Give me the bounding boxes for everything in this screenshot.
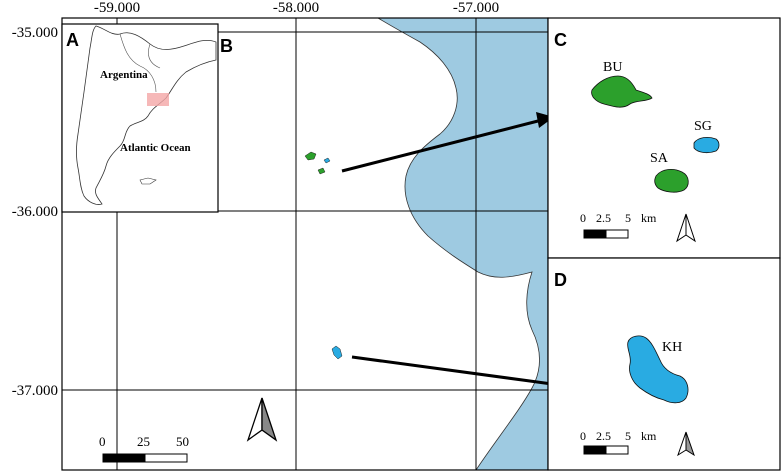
- label-sa: SA: [650, 151, 669, 166]
- lake-kh-small: [331, 345, 343, 360]
- top-tick-2: -57.000: [453, 0, 499, 16]
- internal-border: [119, 33, 161, 93]
- lake-sg-small: [323, 157, 331, 164]
- label-atlantic-ocean: Atlantic Ocean: [120, 142, 191, 154]
- lake-sa: [654, 168, 689, 193]
- scalebar-b-tick-2: 50: [176, 434, 189, 449]
- panel-a-letter: A: [66, 30, 79, 50]
- label-sg: SG: [694, 119, 712, 134]
- scalebar-d-tick-1: 2.5: [596, 429, 611, 443]
- top-tick-0: -59.000: [94, 0, 140, 16]
- scalebar-c-unit: km: [641, 211, 657, 225]
- panel-b-letter: B: [220, 36, 233, 56]
- lake-kh: [627, 335, 689, 404]
- north-arrow-icon: [246, 397, 278, 442]
- label-kh: KH: [662, 340, 682, 355]
- scalebar-d-unit: km: [641, 429, 657, 443]
- scalebar-d-tick-2: 5: [625, 429, 631, 443]
- scalebar-b: 0 25 50: [99, 434, 189, 463]
- north-arrow-icon: [676, 213, 696, 243]
- lake-sa-small: [317, 167, 326, 175]
- left-tick-labels: -35.000 -36.000 -37.000: [12, 25, 58, 399]
- falkland-islands: [139, 177, 157, 185]
- arrow-to-d: [351, 355, 553, 386]
- scalebar-d-tick-0: 0: [580, 429, 586, 443]
- left-tick-2: -37.000: [12, 383, 58, 399]
- top-tick-1: -58.000: [273, 0, 319, 16]
- scalebar-c-tick-1: 2.5: [596, 211, 611, 225]
- scalebar-b-tick-1: 25: [137, 434, 150, 449]
- scalebar-c-tick-0: 0: [580, 211, 586, 225]
- left-tick-0: -35.000: [12, 25, 58, 41]
- scalebar-d: 0 2.5 5 km: [580, 429, 657, 455]
- label-argentina: Argentina: [100, 69, 148, 81]
- panel-d-letter: D: [554, 270, 567, 290]
- study-area-highlight: [147, 93, 169, 106]
- north-arrow-icon: [677, 431, 695, 457]
- inset-a: A Argentina Atlantic Ocean: [61, 23, 219, 213]
- scalebar-b-tick-0: 0: [99, 434, 106, 449]
- lake-sg: [693, 136, 720, 154]
- panel-d: D KH 0 2.5 5 km: [547, 257, 781, 471]
- south-america-outline: [76, 25, 217, 205]
- arrow-to-c: [341, 119, 539, 173]
- left-tick-1: -36.000: [12, 204, 58, 220]
- panel-c: C BU SG SA 0 2.5 5 km: [547, 17, 781, 259]
- label-bu: BU: [603, 60, 622, 75]
- scalebar-c: 0 2.5 5 km: [580, 211, 657, 239]
- graticule: [62, 18, 548, 470]
- panel-c-letter: C: [554, 30, 567, 50]
- lake-bu: [591, 75, 653, 108]
- lake-bu-small: [304, 151, 317, 161]
- sea-area: [376, 17, 549, 471]
- scalebar-c-tick-2: 5: [625, 211, 631, 225]
- top-tick-labels: -59.000 -58.000 -57.000: [94, 0, 499, 16]
